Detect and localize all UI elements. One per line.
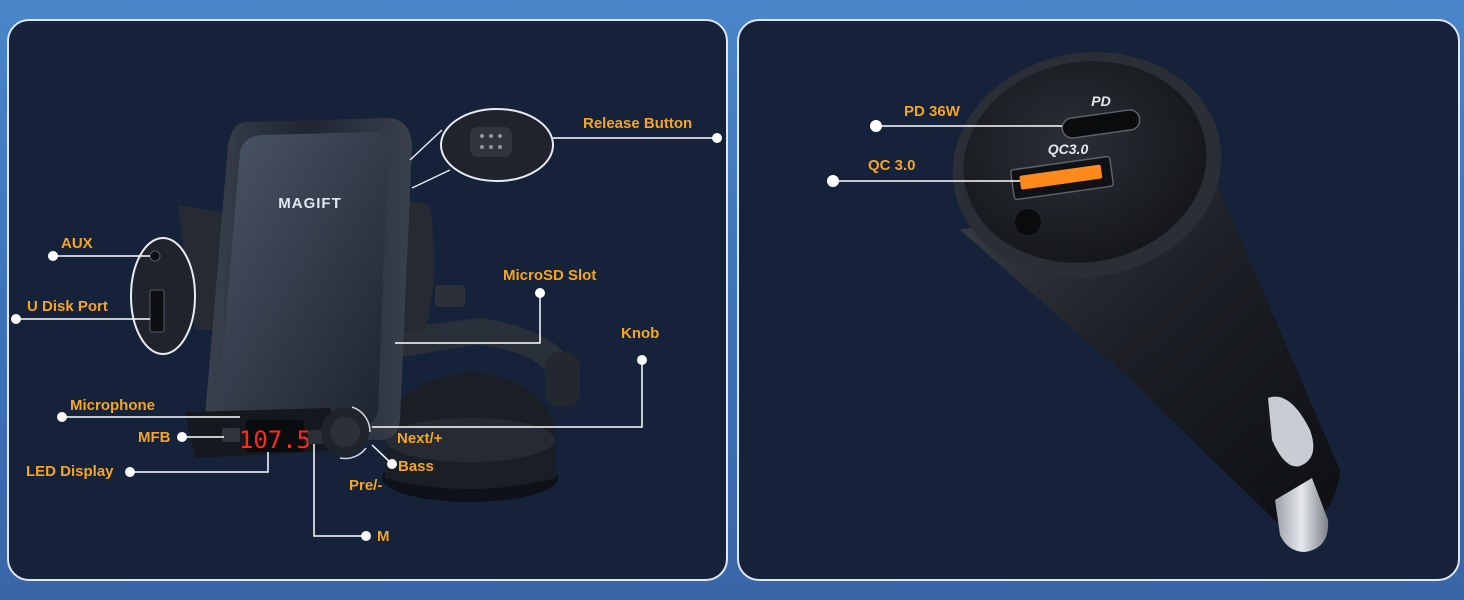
qc-marking: QC3.0 (1048, 141, 1089, 157)
callout-bass: Bass (398, 458, 434, 475)
left-callout-lines (11, 133, 722, 541)
car-charger-illustration: PD QC3.0 (952, 52, 1340, 552)
pd-marking: PD (1091, 93, 1110, 109)
callout-qc-3-0: QC 3.0 (868, 157, 916, 174)
usb-c-port (1061, 109, 1141, 139)
callout-u-disk-port: U Disk Port (27, 298, 108, 315)
mfb-button (222, 428, 240, 442)
callout-release-button: Release Button (583, 115, 693, 132)
callout-pre-minus: Pre/- (349, 477, 383, 494)
led-display-screen (246, 420, 304, 452)
callout-aux: AUX (61, 235, 93, 252)
callout-m: M (377, 528, 390, 545)
callout-pd-36w: PD 36W (904, 103, 960, 120)
phone-mount-illustration: MAGIFT 107.5 (130, 108, 580, 502)
callout-microsd-slot: MicroSD Slot (503, 267, 597, 284)
callout-next-plus: Next/+ (397, 430, 443, 447)
callout-knob: Knob (621, 325, 660, 342)
right-callout-lines (827, 120, 1062, 187)
m-button (308, 430, 324, 444)
callout-microphone: Microphone (70, 397, 155, 414)
callout-mfb: MFB (138, 429, 171, 446)
callout-led-display: LED Display (26, 463, 114, 480)
led-readout: 107.5 (239, 426, 311, 454)
brand-logo: MAGIFT (278, 195, 342, 212)
